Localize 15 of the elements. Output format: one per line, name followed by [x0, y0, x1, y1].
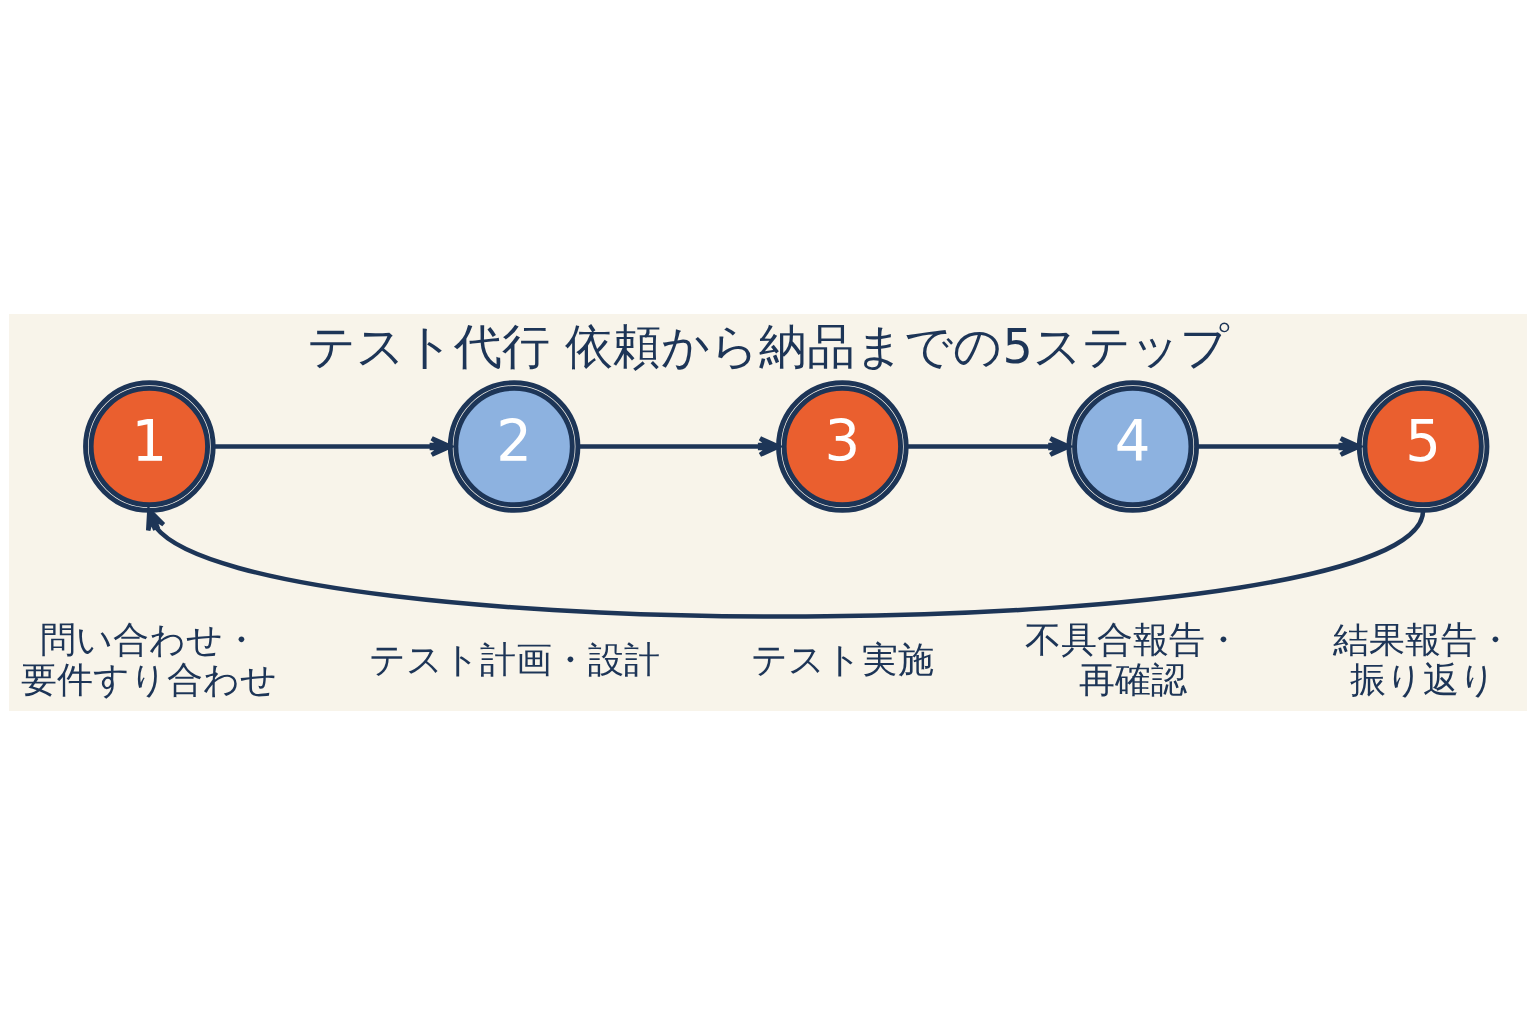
arrow	[906, 435, 1071, 457]
node-circle: 3	[776, 379, 909, 513]
node-label: テスト計画・設計	[368, 637, 660, 681]
node-label: 結果報告・振り返り	[1333, 617, 1514, 701]
node-circle: 1	[83, 379, 216, 513]
node-circle: 2	[447, 379, 581, 513]
diagram-title: テスト代行 依頼から納品までの5ステップ	[307, 318, 1229, 374]
node-circle: 4	[1066, 379, 1199, 513]
arrow	[1196, 435, 1362, 457]
arrow	[213, 435, 453, 457]
node-circle: 5	[1356, 379, 1490, 513]
node-label: 不具合報告・再確認	[1024, 617, 1241, 701]
node-label: 問い合わせ・要件すり合わせ	[21, 617, 278, 701]
node-label: テスト実施	[750, 637, 934, 681]
arrow	[578, 435, 781, 457]
